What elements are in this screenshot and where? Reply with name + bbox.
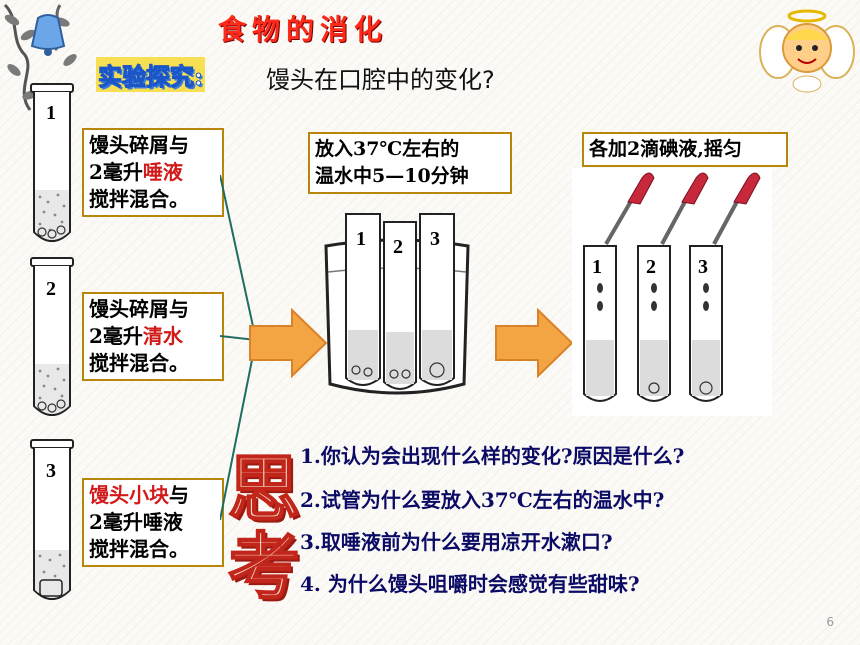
arrow-right-1	[248, 307, 328, 382]
iodine-text: 各加2滴碘液,摇匀	[589, 138, 742, 160]
iodine-tube-3-number: 3	[698, 256, 708, 278]
experiment-question: 馒头在口腔中的变化?	[266, 66, 495, 94]
iodine-tubes-illustration: 1 2 3	[572, 168, 772, 420]
iodine-box: 各加2滴碘液,摇匀	[582, 132, 788, 167]
step-1-saliva: 唾液	[142, 160, 183, 184]
step-3-line-3: 搅拌混合。	[89, 537, 189, 561]
step-2-amount: 2毫升	[89, 324, 143, 348]
step-1-line-1: 馒头碎屑与	[89, 133, 189, 157]
think-question-3: 3.取唾液前为什么要用凉开水漱口?	[300, 530, 613, 554]
think-char-1: 思	[227, 445, 301, 532]
beaker-tube-1-number: 1	[356, 228, 366, 250]
think-question-4: 4. 为什么馒头咀嚼时会感觉有些甜味?	[300, 572, 640, 596]
step-3-line-1: 馒头小块与	[89, 482, 217, 509]
step-3-line-2: 2毫升唾液	[89, 510, 183, 534]
think-question-1: 1.你认为会出现什么样的变化?原因是什么?	[300, 444, 685, 468]
experiment-label: 实验探究:	[96, 57, 205, 92]
step-2-water: 清水	[142, 324, 183, 348]
iodine-tube-1-number: 1	[592, 256, 602, 278]
left-tube-3: 3	[28, 438, 76, 612]
step-1-amount: 2毫升	[89, 160, 143, 184]
step-box-1: 馒头碎屑与 2毫升唾液 搅拌混合。	[82, 128, 224, 217]
step-3-bread-piece: 馒头小块	[89, 483, 169, 507]
page-number: 6	[826, 615, 834, 629]
step-box-3: 馒头小块与 2毫升唾液 搅拌混合。	[82, 478, 224, 567]
beaker-tube-2-number: 2	[393, 236, 403, 258]
step-2-line-1: 馒头碎屑与	[89, 297, 189, 321]
beaker-illustration: 1 2 3	[318, 202, 476, 406]
beaker-tube-3-number: 3	[430, 228, 440, 250]
step-2-line-2: 2毫升清水	[89, 323, 217, 350]
warm-water-box: 放入37℃左右的 温水中5—10分钟	[308, 132, 512, 194]
arrow-right-2	[494, 307, 574, 382]
step-1-line-2: 2毫升唾液	[89, 159, 217, 186]
cupid-decoration	[758, 4, 856, 94]
step-3-with: 与	[169, 483, 189, 507]
left-tube-1: 1	[28, 82, 76, 254]
warm-water-line-2: 温水中5—10分钟	[315, 165, 469, 187]
step-1-line-3: 搅拌混合。	[89, 187, 189, 211]
step-box-2: 馒头碎屑与 2毫升清水 搅拌混合。	[82, 292, 224, 381]
bell-vine-decoration	[0, 0, 90, 130]
warm-water-line-1: 放入37℃左右的	[315, 138, 460, 160]
left-tube-2: 2	[28, 256, 76, 428]
left-tube-3-number: 3	[46, 460, 56, 482]
think-char-2: 考	[227, 523, 301, 610]
think-question-2: 2.试管为什么要放入37℃左右的温水中?	[300, 488, 665, 512]
step-2-line-3: 搅拌混合。	[89, 351, 189, 375]
page-title: 食物的消化	[218, 13, 389, 46]
left-tube-2-number: 2	[46, 278, 56, 300]
iodine-tube-2-number: 2	[646, 256, 656, 278]
left-tube-1-number: 1	[46, 102, 56, 124]
